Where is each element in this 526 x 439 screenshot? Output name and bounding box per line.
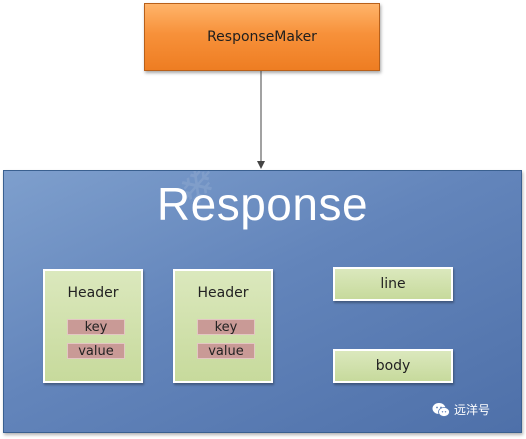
brand-watermark: 远洋号	[432, 401, 490, 418]
header-box-1: Header key value	[43, 269, 143, 383]
header-2-value: value	[197, 343, 255, 359]
header-1-key: key	[67, 319, 125, 335]
header-1-value: value	[67, 343, 125, 359]
response-maker-label: ResponseMaker	[207, 29, 317, 45]
response-maker-box: ResponseMaker	[144, 3, 380, 71]
header-box-2: Header key value	[173, 269, 273, 383]
header-label-2: Header	[197, 285, 249, 301]
header-2-key: key	[197, 319, 255, 335]
response-container: ❄ Response Header key value Header key v…	[3, 170, 522, 433]
connector-arrowhead	[257, 161, 265, 169]
line-box: line	[333, 267, 453, 301]
wechat-icon	[432, 402, 450, 417]
header-label-1: Header	[67, 285, 119, 301]
brand-name: 远洋号	[454, 403, 491, 417]
body-box: body	[333, 349, 453, 383]
response-title: Response	[156, 178, 369, 230]
